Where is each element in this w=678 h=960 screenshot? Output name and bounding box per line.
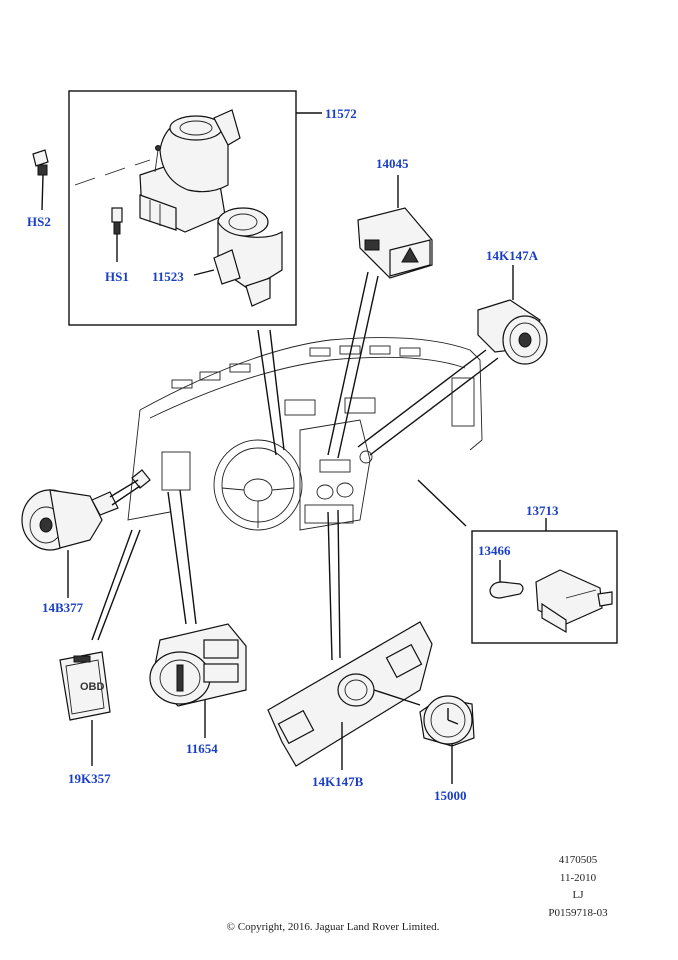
callout-11572: 11572 xyxy=(325,106,357,121)
callout-14045: 14045 xyxy=(376,156,409,171)
callout-hs2: HS2 xyxy=(27,214,51,229)
hs1-screw-part xyxy=(111,207,123,262)
clock-part xyxy=(419,695,475,784)
callout-11654: 11654 xyxy=(186,741,218,756)
callout-14k147a: 14K147A xyxy=(486,248,539,263)
bulb-part xyxy=(489,560,524,599)
callouts: 11572 HS2 HS1 11523 14045 14K147A 14B377… xyxy=(27,106,559,803)
ignition-lock-part xyxy=(139,109,241,233)
obd-label: OBD xyxy=(80,681,105,693)
dashboard-outline xyxy=(127,337,483,531)
glovebox-switch-inset xyxy=(417,479,618,644)
callout-13466: 13466 xyxy=(478,543,511,558)
meta-initials: LJ xyxy=(573,889,585,901)
hs2-screw-part xyxy=(32,149,49,211)
callout-15000: 15000 xyxy=(434,788,467,803)
centre-fascia-part xyxy=(267,509,433,770)
callout-14b377: 14B377 xyxy=(42,600,84,615)
rotary-switch-part xyxy=(21,469,151,598)
hazard-switch-part xyxy=(357,175,433,279)
copyright-text: © Copyright, 2016. Jaguar Land Rover Lim… xyxy=(227,921,440,933)
callout-hs1: HS1 xyxy=(105,269,129,284)
glovebox-switch-part xyxy=(535,569,613,634)
callout-13713: 13713 xyxy=(526,503,559,518)
callout-19k357: 19K357 xyxy=(68,771,111,786)
callout-11523: 11523 xyxy=(152,269,184,284)
power-socket-a-part xyxy=(357,265,548,456)
light-switch-part xyxy=(149,489,247,738)
obd-cover-part: OBD xyxy=(59,529,141,766)
meta-number: 4170505 xyxy=(559,854,598,866)
callout-14k147b: 14K147B xyxy=(312,774,364,789)
ignition-switch-part xyxy=(193,207,283,307)
meta-date: 11-2010 xyxy=(560,872,597,884)
ignition-inset xyxy=(68,90,322,326)
meta-ref: P0159718-03 xyxy=(548,907,608,919)
drawing-metadata: 4170505 11-2010 LJ P0159718-03 xyxy=(548,854,608,919)
